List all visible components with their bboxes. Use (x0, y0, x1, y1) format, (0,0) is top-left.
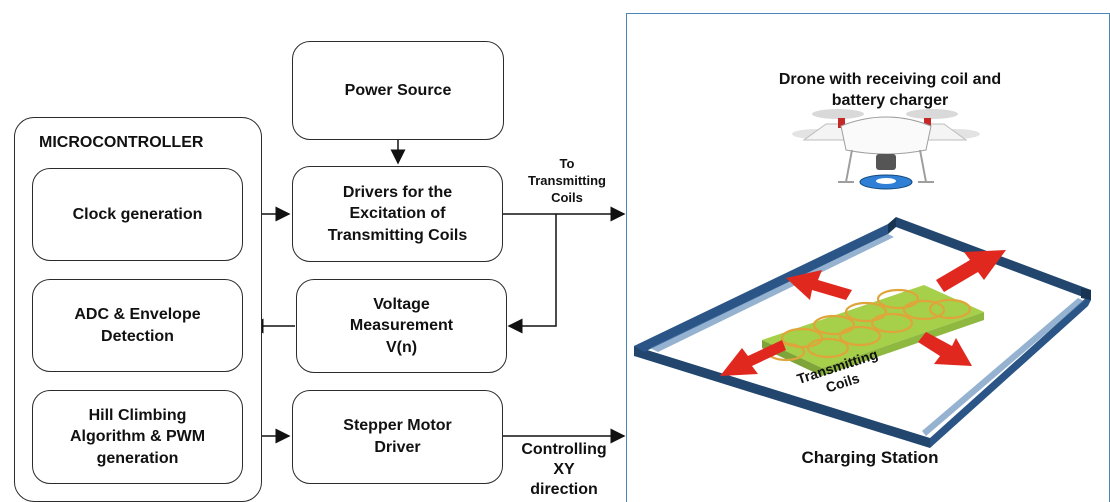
power-source-block: Power Source (292, 41, 504, 140)
hill-label-line2: Algorithm & PWM (69, 428, 206, 446)
adc-label-line1: ADC & Envelope (74, 305, 201, 323)
drivers-line3: Transmitting Coils (327, 226, 468, 244)
hill-climbing-block: Hill Climbing Algorithm & PWM generation (32, 390, 243, 484)
drone-title: Drone with receiving coil and battery ch… (700, 70, 1080, 112)
microcontroller-title: MICROCONTROLLER (39, 134, 204, 151)
controlling-line2: XY (553, 461, 575, 478)
power-source-label: Power Source (344, 81, 452, 99)
voltage-line3: V(n) (385, 338, 418, 356)
to-coils-line1: To (559, 156, 575, 171)
clock-generation-block: Clock generation (32, 168, 243, 261)
arrow-up-right (936, 250, 1006, 292)
stepper-line1: Stepper Motor (343, 417, 452, 435)
hill-label-line3: generation (96, 449, 179, 467)
drivers-line1: Drivers for the (342, 183, 453, 201)
controlling-line3: direction (530, 481, 598, 498)
drone-title-line2: battery charger (831, 91, 949, 109)
arrow-down-left (720, 340, 786, 376)
drivers-block: Drivers for the Excitation of Transmitti… (292, 166, 503, 262)
to-coils-line3: Coils (551, 189, 583, 205)
clock-generation-label: Clock generation (72, 205, 203, 223)
controlling-xy-label: Controlling XY direction (504, 440, 624, 500)
voltage-line2: Measurement (349, 317, 454, 335)
drivers-line2: Excitation of (349, 205, 446, 223)
drone-title-line1: Drone with receiving coil and (778, 71, 1002, 88)
arrow-feedback-to-voltage (507, 214, 557, 334)
adc-label-line2: Detection (101, 327, 174, 345)
voltage-line1: Voltage (373, 295, 430, 313)
arrow-down-right (918, 332, 972, 366)
charging-station-label: Charging Station (801, 448, 939, 467)
controlling-line1: Controlling (521, 441, 607, 458)
arrow-up-left (786, 270, 852, 300)
hill-label-line1: Hill Climbing (88, 406, 187, 424)
adc-envelope-block: ADC & Envelope Detection (32, 279, 243, 372)
stepper-driver-block: Stepper Motor Driver (292, 390, 503, 484)
to-coils-label: To Transmitting Coils (514, 156, 620, 207)
voltage-measurement-block: Voltage Measurement V(n) (296, 279, 507, 373)
charging-station-illustration (634, 109, 1091, 448)
motion-arrows (720, 250, 1006, 376)
stepper-line2: Driver (374, 439, 421, 456)
to-coils-line2: Transmitting (527, 172, 606, 188)
drone-icon (792, 109, 980, 190)
